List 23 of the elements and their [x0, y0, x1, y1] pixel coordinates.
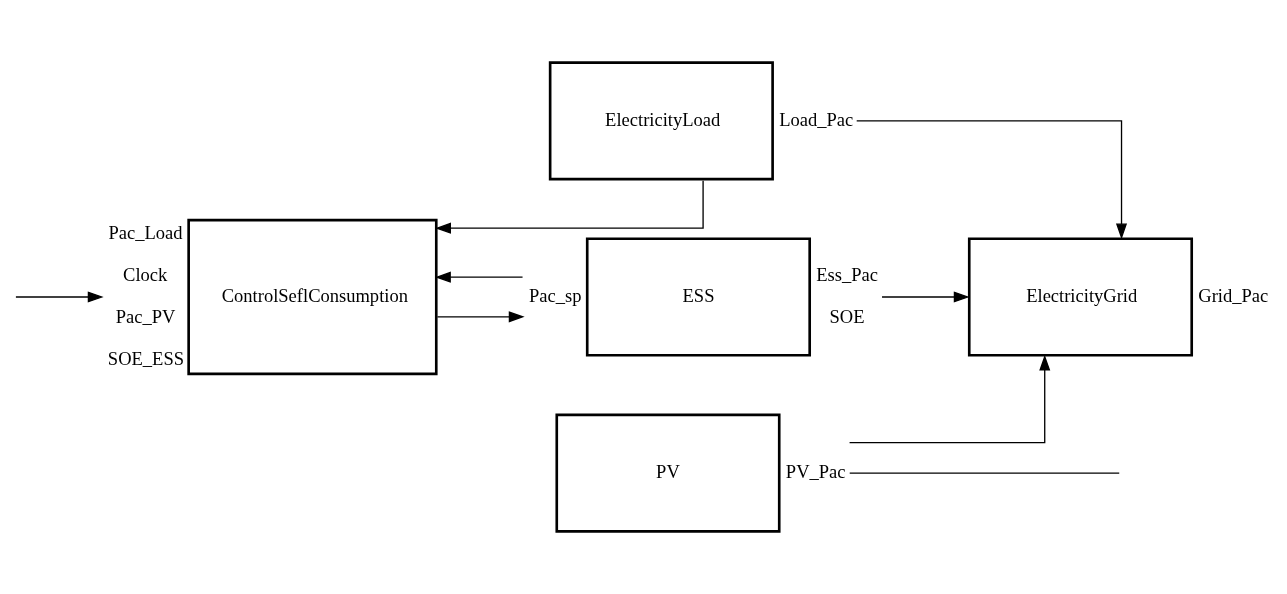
node-label: SOE_ESS [107, 348, 185, 370]
connector [849, 472, 1120, 474]
arrow [856, 120, 1128, 240]
node-label: Pac_Load [108, 222, 183, 243]
node-label: Clock [123, 264, 168, 286]
node-label: PV_Pac [785, 461, 846, 483]
arrow [434, 271, 524, 283]
node-label: Pac_sp [528, 284, 582, 306]
node-label: Ess_Pac [816, 263, 879, 285]
arrow [881, 291, 970, 303]
node-box: ESS [585, 237, 811, 357]
node-box: ControlSeflConsumption [187, 218, 438, 376]
arrow [15, 291, 104, 303]
arrow [848, 354, 1051, 444]
node-box: ElectricityLoad [548, 61, 774, 181]
node-box: ElectricityGrid [967, 237, 1194, 357]
arrow [436, 311, 525, 323]
node-label: Pac_PV [115, 306, 176, 328]
node-label: SOE [829, 305, 865, 327]
arrow [435, 180, 704, 234]
node-label: Load_Pac [779, 108, 854, 130]
node-label: Grid_Pac [1198, 284, 1269, 306]
node-box: PV [555, 413, 781, 533]
